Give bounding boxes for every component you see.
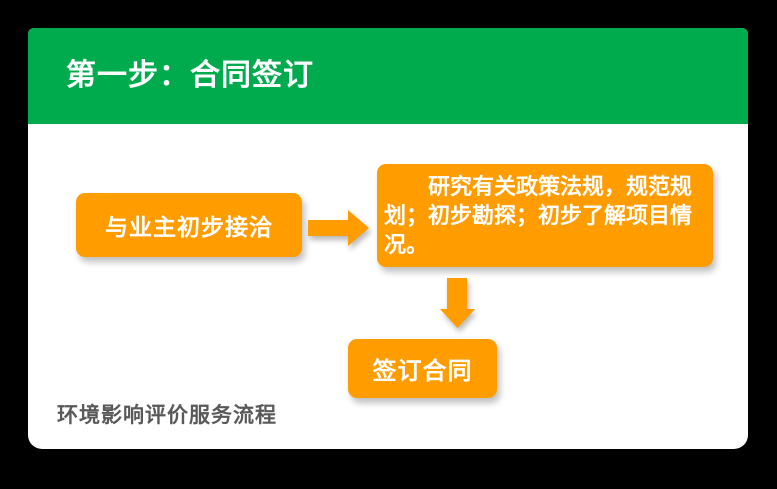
slide-header: 第一步：合同签订 — [28, 28, 748, 124]
page-title: 第一步：合同签订 — [66, 59, 314, 92]
flow-step-research: 研究有关政策法规，规范规划；初步勘探；初步了解项目情况。 — [377, 164, 713, 267]
flow-step-sign-contract: 签订合同 — [348, 339, 497, 398]
flow-step-research-label: 研究有关政策法规，规范规划；初步勘探；初步了解项目情况。 — [384, 174, 693, 257]
flow-step-initial-contact: 与业主初步接洽 — [76, 193, 302, 257]
flowchart-card: 第一步：合同签订 与业主初步接洽 研究有关政策法规，规范规划；初步勘探；初步了解… — [28, 28, 748, 449]
arrow-right-icon — [308, 210, 369, 246]
footer-caption: 环境影响评价服务流程 — [57, 404, 277, 427]
flow-step-initial-contact-label: 与业主初步接洽 — [105, 214, 273, 240]
arrow-down-icon — [440, 278, 475, 328]
flow-step-sign-contract-label: 签订合同 — [372, 358, 473, 385]
